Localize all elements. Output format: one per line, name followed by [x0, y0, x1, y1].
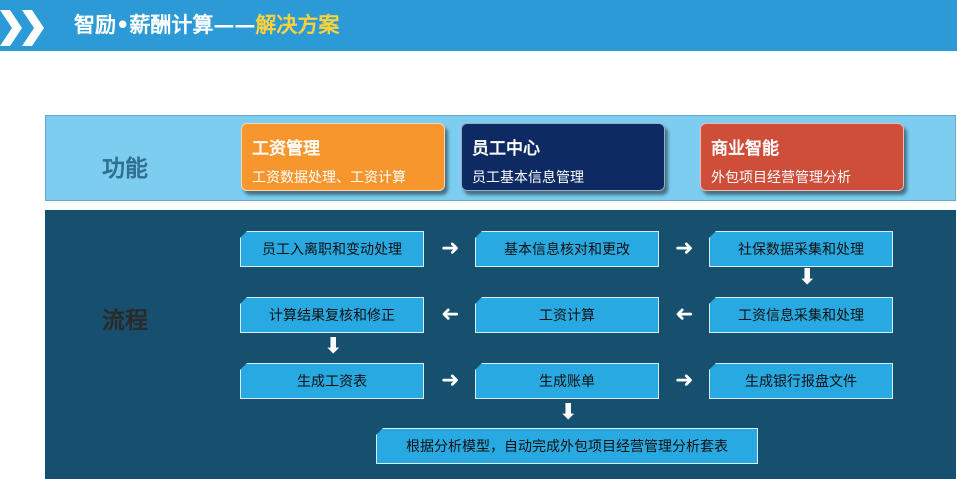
function-card-subtitle: 外包项目经营管理分析: [711, 170, 851, 186]
header-bar: 智励•薪酬计算——解决方案: [0, 0, 957, 51]
arrow-left-icon: ➜: [675, 302, 694, 327]
function-card-payroll: 工资管理 工资数据处理、工资计算: [241, 123, 445, 191]
chevron-double-right-icon: [0, 10, 44, 46]
process-label: 流程: [102, 308, 148, 334]
step-generate-payroll-sheet: 生成工资表: [240, 363, 424, 399]
step-generate-bill: 生成账单: [475, 363, 659, 399]
arrow-left-icon: ➜: [441, 302, 460, 327]
step-result-review: 计算结果复核和修正: [240, 297, 424, 333]
page-title: 智励•薪酬计算——解决方案: [74, 9, 339, 39]
function-card-title: 商业智能: [711, 139, 779, 159]
arrow-down-icon: ⬇: [798, 265, 817, 290]
function-card-title: 员工中心: [472, 139, 540, 159]
step-info-verification: 基本信息核对和更改: [475, 231, 659, 267]
step-payroll-calc: 工资计算: [475, 297, 659, 333]
arrow-right-icon: ➜: [675, 236, 694, 261]
step-social-insurance: 社保数据采集和处理: [709, 231, 893, 267]
arrow-right-icon: ➜: [441, 368, 460, 393]
function-card-business-intelligence: 商业智能 外包项目经营管理分析: [700, 123, 904, 191]
title-main: 智励•薪酬计算——: [74, 12, 256, 37]
step-bank-file: 生成银行报盘文件: [709, 363, 893, 399]
arrow-right-icon: ➜: [441, 236, 460, 261]
arrow-down-icon: ⬇: [324, 334, 343, 359]
step-onboarding: 员工入离职和变动处理: [240, 231, 424, 267]
arrow-right-icon: ➜: [675, 368, 694, 393]
step-analysis-report: 根据分析模型，自动完成外包项目经营管理分析套表: [376, 428, 758, 464]
title-highlight: 解决方案: [255, 12, 340, 37]
function-card-employee-center: 员工中心 员工基本信息管理: [461, 123, 665, 191]
function-card-subtitle: 工资数据处理、工资计算: [252, 170, 406, 186]
function-label: 功能: [102, 156, 148, 182]
function-card-title: 工资管理: [252, 139, 320, 159]
arrow-down-icon: ⬇: [559, 400, 578, 425]
step-payroll-info-collect: 工资信息采集和处理: [709, 297, 893, 333]
function-card-subtitle: 员工基本信息管理: [472, 170, 584, 186]
